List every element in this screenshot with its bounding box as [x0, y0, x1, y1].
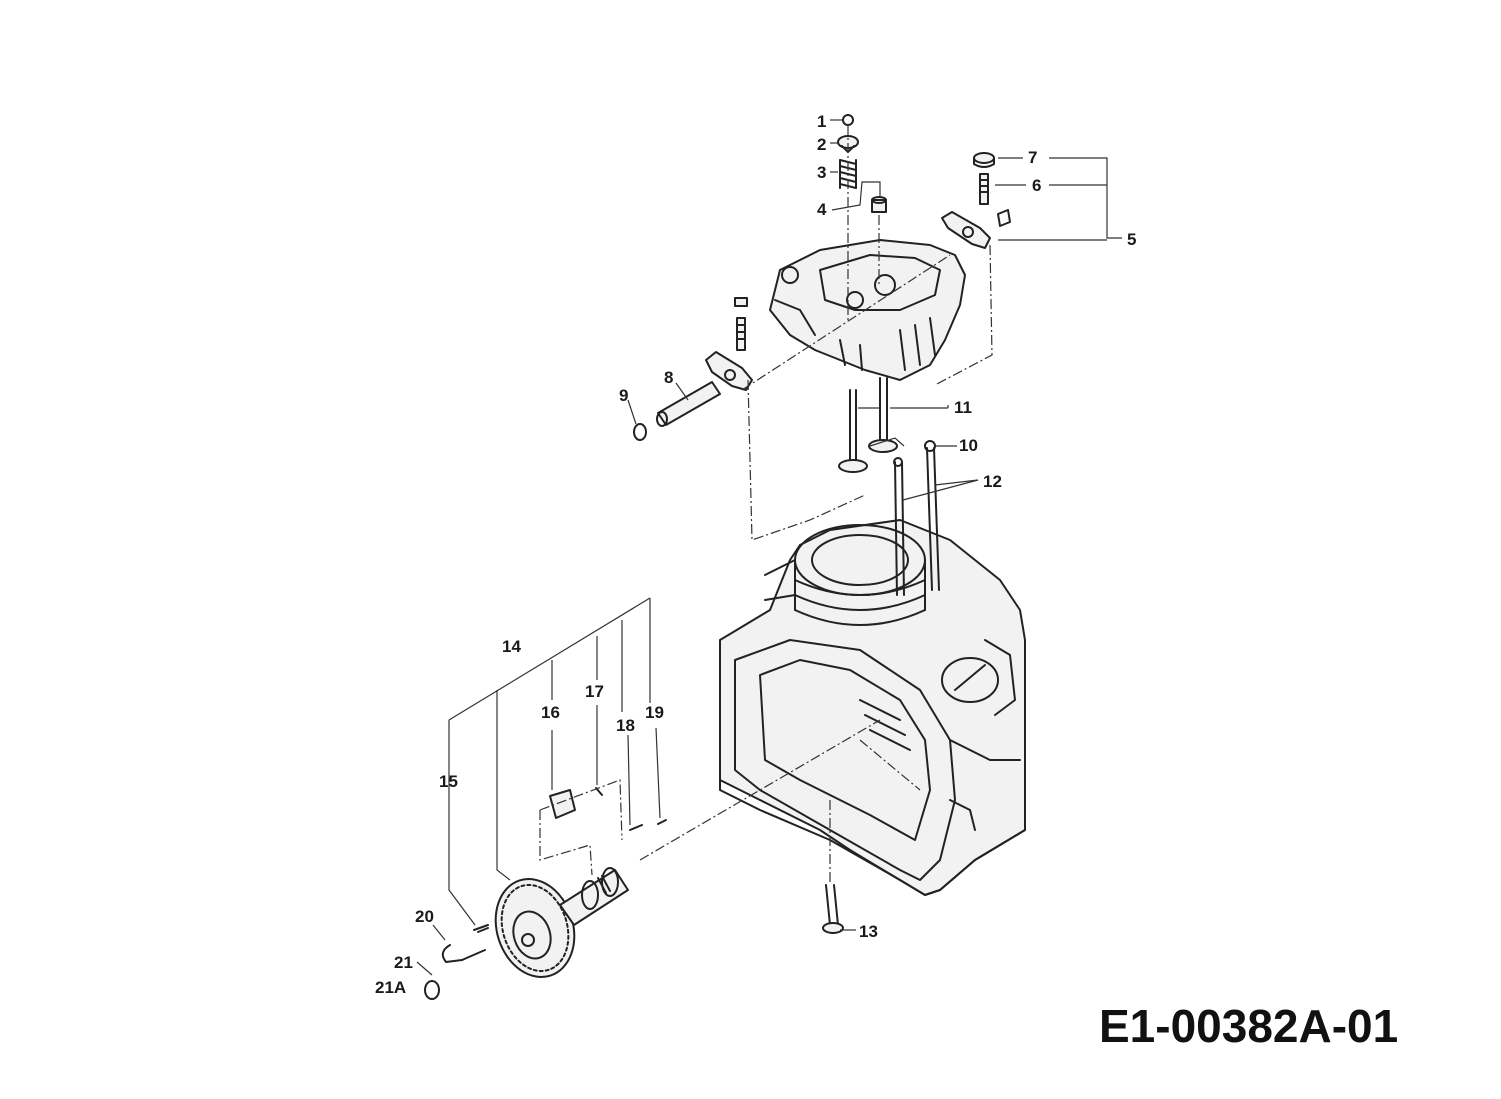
- rocker-arm-upper: [941, 152, 1011, 249]
- callout-17: 17: [585, 682, 604, 701]
- callout-15: 15: [439, 772, 458, 791]
- leader-lines: [416, 119, 1122, 976]
- callout-19: 19: [645, 703, 664, 722]
- alignment-lines: [539, 125, 993, 885]
- callout-3: 3: [817, 163, 826, 182]
- callout-1: 1: [817, 112, 826, 131]
- pushrods: [893, 440, 940, 596]
- callout-6: 6: [1032, 176, 1041, 195]
- engine-block: [719, 519, 1026, 896]
- callout-13: 13: [859, 922, 878, 941]
- callout-21: 21: [394, 953, 413, 972]
- callout-10: 10: [959, 436, 978, 455]
- callout-20: 20: [415, 907, 434, 926]
- valves: [838, 377, 898, 473]
- callout-labels: 1 2 3 4 5 6 7 8 9 10 11 12 13 14 15 16 1…: [375, 112, 1136, 997]
- callout-18: 18: [616, 716, 635, 735]
- callout-7: 7: [1028, 148, 1037, 167]
- callout-12: 12: [983, 472, 1002, 491]
- callout-11: 11: [954, 398, 972, 417]
- valve-cap-stack: [837, 114, 887, 213]
- callout-2: 2: [817, 135, 826, 154]
- callout-9: 9: [619, 386, 628, 405]
- callout-4: 4: [817, 200, 827, 219]
- head-bolt: [822, 884, 844, 934]
- camshaft-assembly: [424, 787, 667, 1000]
- callout-21a: 21A: [375, 978, 406, 997]
- callout-14: 14: [502, 637, 521, 656]
- callout-8: 8: [664, 368, 673, 387]
- rocker-arm-lower: [633, 297, 753, 441]
- drawing-code: E1-00382A-01: [1099, 1000, 1398, 1052]
- callout-5: 5: [1127, 230, 1136, 249]
- callout-16: 16: [541, 703, 560, 722]
- cylinder-head: [769, 239, 966, 381]
